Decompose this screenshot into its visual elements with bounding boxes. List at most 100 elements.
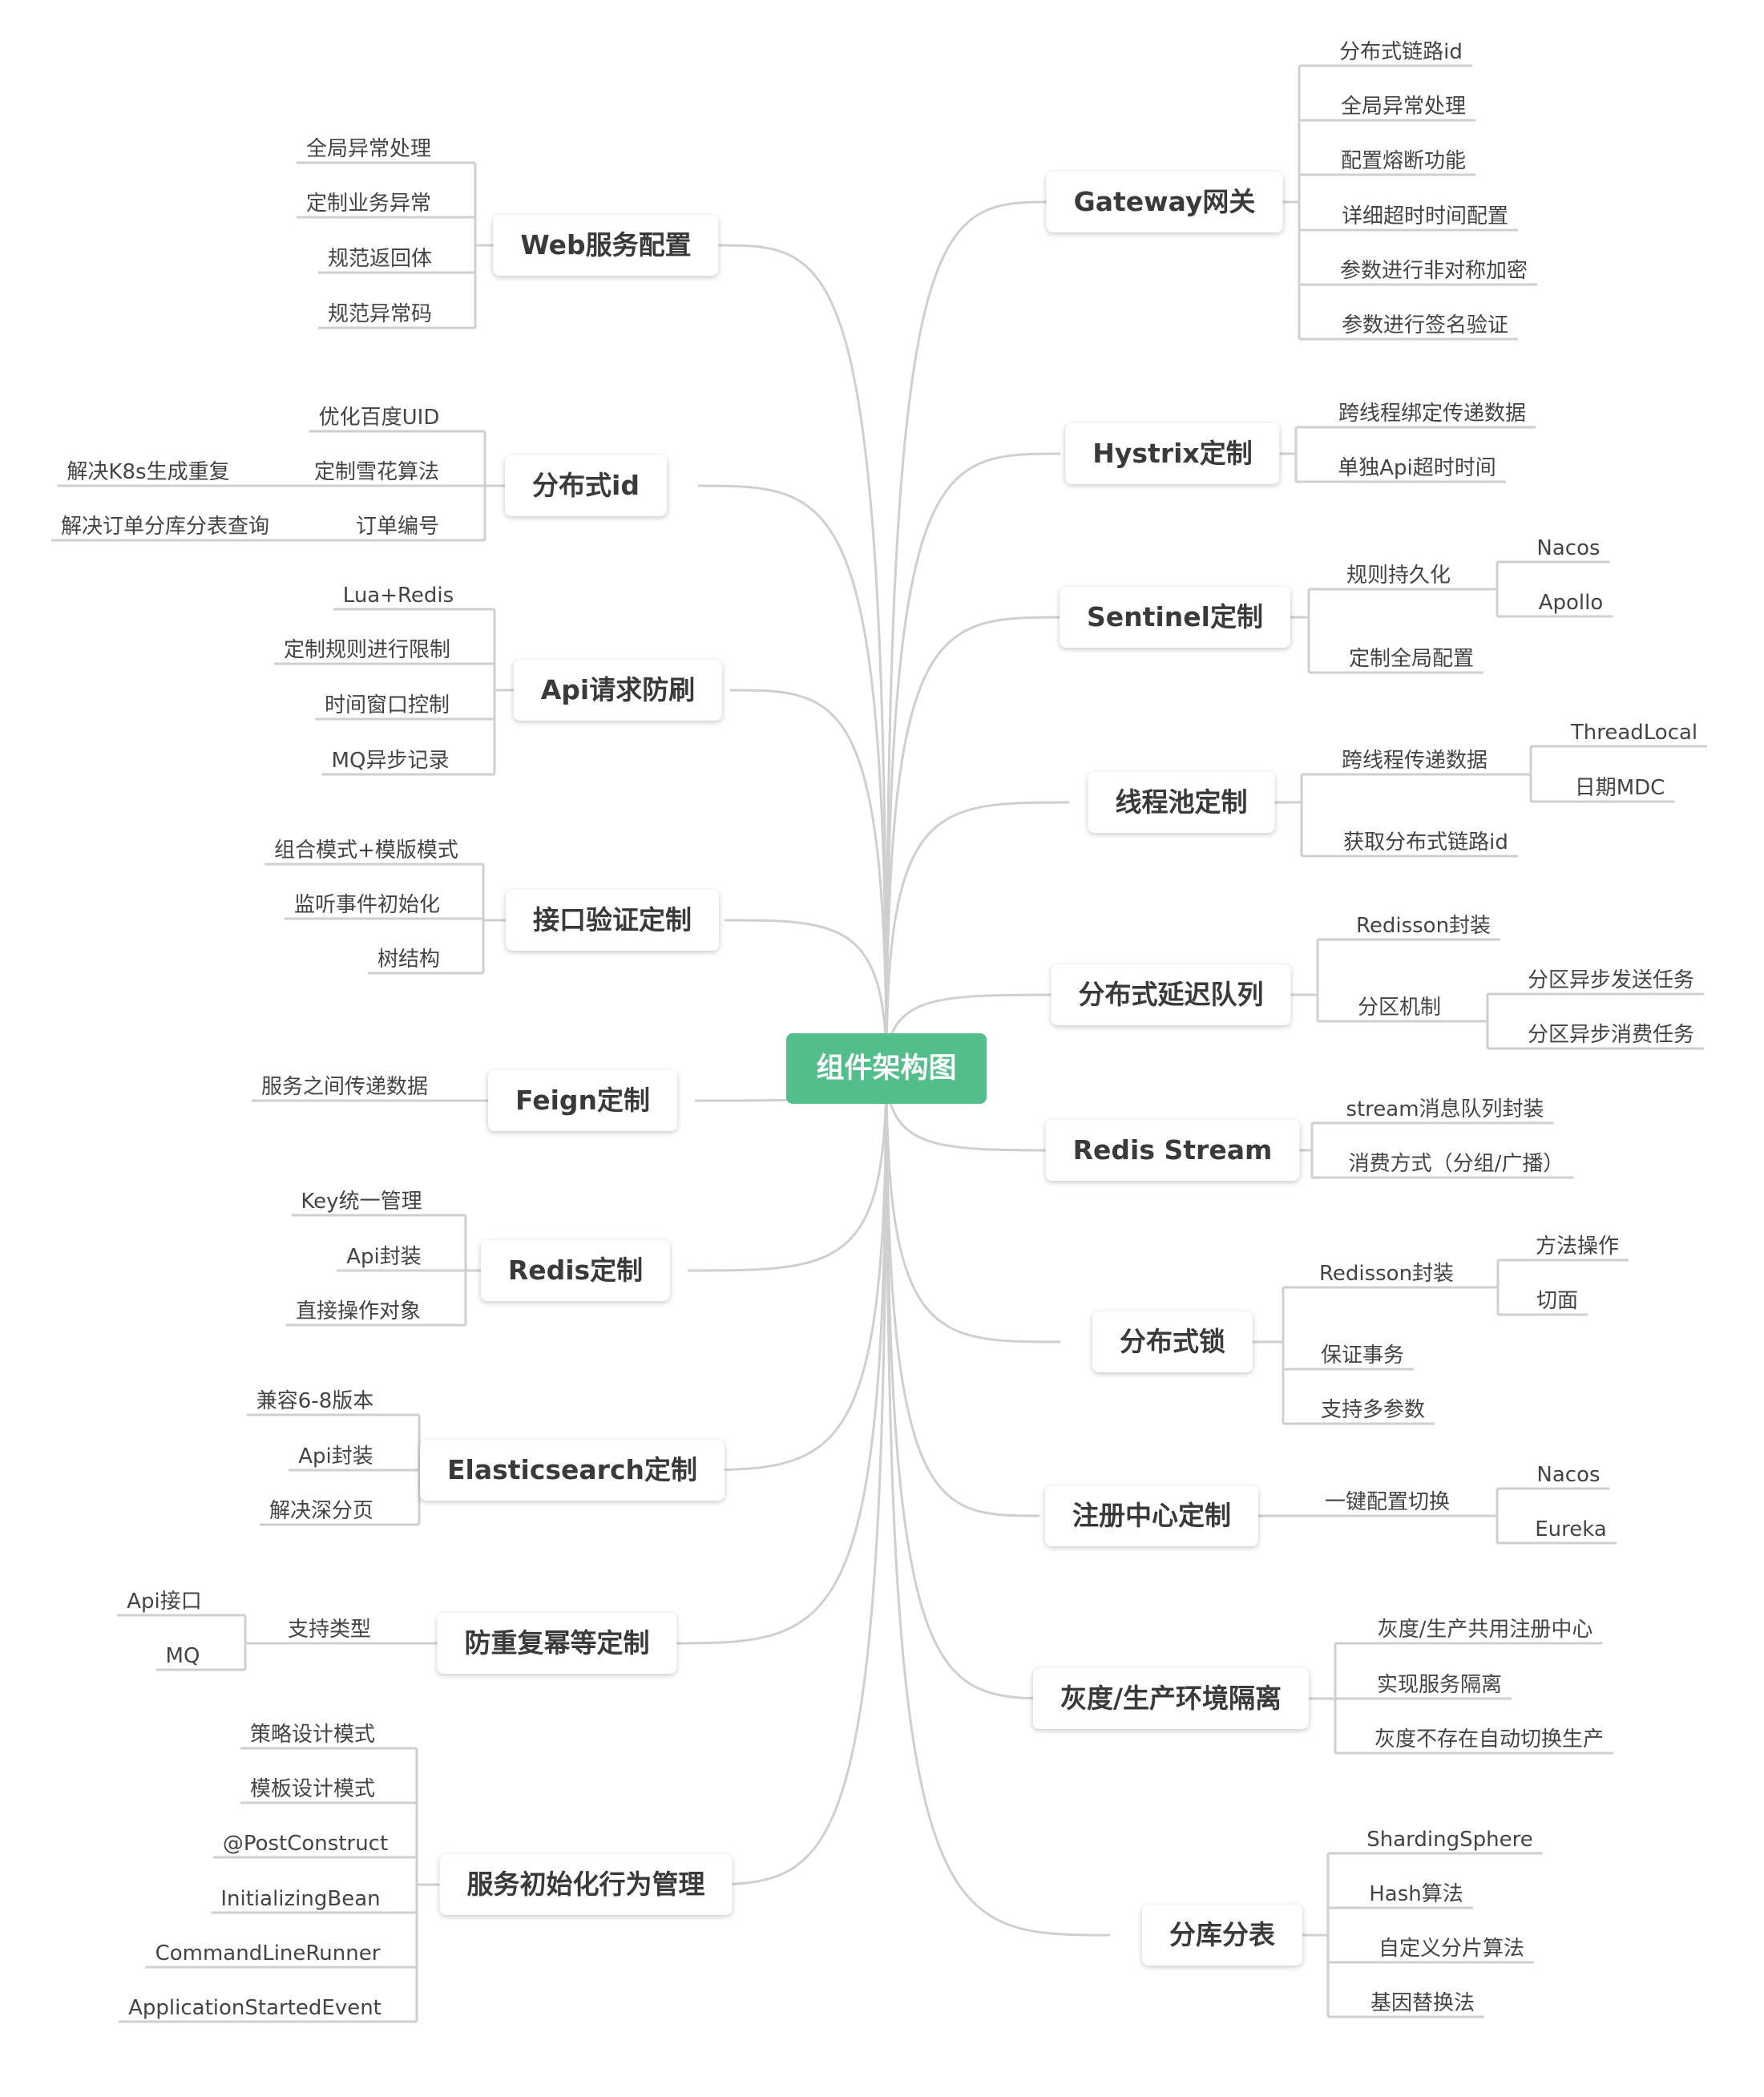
- branch-line-left-0: [717, 244, 888, 1069]
- leaf-left-2-0[interactable]: Lua+Redis: [342, 584, 454, 608]
- leaf-right-0-2[interactable]: 配置熔断功能: [1340, 149, 1467, 173]
- leaf-left-6-1[interactable]: Api封装: [298, 1444, 373, 1469]
- topic-right-7[interactable]: 注册中心定制: [1045, 1485, 1258, 1546]
- leaf-left-5-0[interactable]: Key统一管理: [301, 1190, 422, 1214]
- branch-line-right-0: [885, 200, 1053, 1069]
- topic-right-0[interactable]: Gateway网关: [1046, 172, 1283, 232]
- leaf-right-0-1[interactable]: 全局异常处理: [1340, 95, 1467, 119]
- topic-left-4[interactable]: Feign定制: [487, 1070, 678, 1131]
- leaf-right-0-0[interactable]: 分布式链路id: [1339, 40, 1463, 64]
- leaf-right-5-1[interactable]: 消费方式（分组/广播）: [1348, 1152, 1564, 1176]
- branch-line-left-6: [684, 1068, 888, 1472]
- leaf-right-3-0[interactable]: 跨线程传递数据: [1341, 749, 1488, 773]
- topic-right-9[interactable]: 分库分表: [1142, 1905, 1302, 1966]
- leaf-right-1-1[interactable]: 单独Api超时时间: [1338, 456, 1496, 480]
- leaf-left-1-1[interactable]: 定制雪花算法: [313, 460, 440, 484]
- leaf-left-1-2-0[interactable]: 解决订单分库分表查询: [60, 515, 270, 539]
- topic-left-1[interactable]: 分布式id: [505, 455, 667, 516]
- leaf-left-8-0[interactable]: 策略设计模式: [249, 1723, 376, 1747]
- leaf-left-0-0[interactable]: 全局异常处理: [305, 137, 432, 161]
- leaf-left-2-3[interactable]: MQ异步记录: [331, 749, 450, 773]
- branch-line-left-7: [668, 1068, 888, 1645]
- leaf-left-6-2[interactable]: 解决深分页: [268, 1499, 374, 1523]
- leaf-left-6-0[interactable]: 兼容6-8版本: [256, 1389, 374, 1413]
- leaf-right-9-3[interactable]: 基因替换法: [1370, 1991, 1475, 2015]
- leaf-left-5-1[interactable]: Api封装: [346, 1245, 422, 1269]
- leaf-right-2-0-1[interactable]: Apollo: [1538, 591, 1604, 615]
- leaf-right-6-0[interactable]: Redisson封装: [1318, 1262, 1455, 1286]
- leaf-left-2-2[interactable]: 时间窗口控制: [324, 693, 450, 717]
- leaf-right-4-1-1[interactable]: 分区异步消费任务: [1527, 1023, 1695, 1047]
- branch-line-left-8: [697, 1068, 888, 1886]
- leaf-left-3-2[interactable]: 树结构: [377, 947, 441, 972]
- leaf-left-0-1[interactable]: 定制业务异常: [305, 192, 432, 216]
- topic-right-3[interactable]: 线程池定制: [1088, 772, 1275, 833]
- branch-line-right-7: [885, 1068, 1040, 1517]
- branch-line-right-6: [885, 1068, 1061, 1343]
- leaf-right-5-0[interactable]: stream消息队列封装: [1346, 1097, 1544, 1121]
- leaf-right-9-1[interactable]: Hash算法: [1369, 1882, 1463, 1906]
- topic-right-5[interactable]: Redis Stream: [1045, 1120, 1300, 1181]
- leaf-right-0-4[interactable]: 参数进行非对称加密: [1339, 259, 1528, 283]
- leaf-left-1-2[interactable]: 订单编号: [355, 515, 440, 539]
- leaf-left-2-1[interactable]: 定制规则进行限制: [283, 638, 451, 662]
- leaf-right-2-0[interactable]: 规则持久化: [1346, 564, 1451, 588]
- topic-left-6[interactable]: Elasticsearch定制: [419, 1440, 725, 1501]
- leaf-right-6-2[interactable]: 支持多参数: [1320, 1398, 1426, 1422]
- leaf-right-3-0-0[interactable]: ThreadLocal: [1570, 721, 1698, 745]
- leaf-right-3-1[interactable]: 获取分布式链路id: [1343, 830, 1508, 855]
- leaf-left-1-1-0[interactable]: 解决K8s生成重复: [67, 460, 230, 484]
- leaf-left-7-0-0[interactable]: Api接口: [127, 1590, 202, 1614]
- leaf-right-6-0-1[interactable]: 切面: [1536, 1289, 1579, 1313]
- leaf-right-7-0[interactable]: 一键配置切换: [1324, 1490, 1451, 1514]
- topic-right-6[interactable]: 分布式锁: [1092, 1311, 1253, 1372]
- leaf-right-3-0-1[interactable]: 日期MDC: [1574, 776, 1665, 800]
- leaf-right-8-1[interactable]: 实现服务隔离: [1376, 1673, 1503, 1697]
- topic-right-2[interactable]: Sentinel定制: [1060, 587, 1290, 648]
- leaf-right-4-0[interactable]: Redisson封装: [1355, 914, 1492, 938]
- leaf-right-8-0[interactable]: 灰度/生产共用注册中心: [1377, 1618, 1593, 1642]
- leaf-right-1-0[interactable]: 跨线程绑定传递数据: [1338, 402, 1527, 426]
- leaf-left-7-0-1[interactable]: MQ: [165, 1644, 200, 1668]
- leaf-left-0-3[interactable]: 规范异常码: [327, 302, 433, 326]
- branch-line-right-8: [885, 1068, 1060, 1700]
- topic-right-8[interactable]: 灰度/生产环境隔离: [1032, 1668, 1310, 1729]
- branch-line-right-3: [885, 801, 1070, 1069]
- leaf-right-2-0-0[interactable]: Nacos: [1536, 536, 1601, 560]
- branch-line-left-1: [697, 484, 888, 1069]
- leaf-right-2-1[interactable]: 定制全局配置: [1348, 647, 1475, 671]
- leaf-right-7-0-1[interactable]: Eureka: [1535, 1517, 1607, 1541]
- leaf-left-8-4[interactable]: CommandLineRunner: [155, 1941, 381, 1966]
- topic-left-3[interactable]: 接口验证定制: [506, 890, 719, 951]
- leaf-right-6-0-0[interactable]: 方法操作: [1535, 1234, 1620, 1259]
- leaf-left-7-0[interactable]: 支持类型: [287, 1618, 372, 1642]
- leaf-right-4-1[interactable]: 分区机制: [1357, 996, 1442, 1020]
- leaf-right-0-3[interactable]: 详细超时时间配置: [1341, 204, 1509, 228]
- topic-left-2[interactable]: Api请求防刷: [513, 660, 723, 721]
- leaf-left-0-2[interactable]: 规范返回体: [327, 247, 433, 271]
- leaf-left-8-2[interactable]: @PostConstruct: [222, 1832, 389, 1856]
- leaf-left-5-2[interactable]: 直接操作对象: [295, 1299, 422, 1323]
- branch-line-right-2: [885, 616, 1064, 1069]
- leaf-right-9-2[interactable]: 自定义分片算法: [1378, 1937, 1525, 1961]
- leaf-left-8-3[interactable]: InitializingBean: [220, 1887, 381, 1911]
- leaf-right-0-5[interactable]: 参数进行签名验证: [1341, 313, 1509, 337]
- topic-right-1[interactable]: Hystrix定制: [1065, 423, 1280, 484]
- leaf-left-3-1[interactable]: 监听事件初始化: [293, 893, 441, 917]
- leaf-right-8-2[interactable]: 灰度不存在自动切换生产: [1374, 1727, 1605, 1752]
- leaf-right-9-0[interactable]: ShardingSphere: [1366, 1828, 1533, 1852]
- topic-left-5[interactable]: Redis定制: [480, 1240, 671, 1301]
- leaf-right-6-1[interactable]: 保证事务: [1320, 1343, 1405, 1368]
- leaf-right-7-0-0[interactable]: Nacos: [1536, 1463, 1601, 1487]
- leaf-left-3-0[interactable]: 组合模式+模版模式: [274, 838, 458, 863]
- leaf-left-8-5[interactable]: ApplicationStartedEvent: [128, 1996, 381, 2020]
- root-topic[interactable]: 组件架构图: [786, 1033, 987, 1104]
- leaf-left-4-0[interactable]: 服务之间传递数据: [260, 1075, 429, 1099]
- leaf-left-8-1[interactable]: 模板设计模式: [249, 1777, 376, 1801]
- leaf-left-1-0[interactable]: 优化百度UID: [318, 406, 440, 430]
- topic-left-7[interactable]: 防重复幂等定制: [437, 1613, 677, 1674]
- topic-right-4[interactable]: 分布式延迟队列: [1051, 964, 1291, 1025]
- leaf-right-4-1-0[interactable]: 分区异步发送任务: [1527, 968, 1695, 992]
- topic-left-0[interactable]: Web服务配置: [493, 215, 719, 276]
- topic-left-8[interactable]: 服务初始化行为管理: [439, 1854, 733, 1915]
